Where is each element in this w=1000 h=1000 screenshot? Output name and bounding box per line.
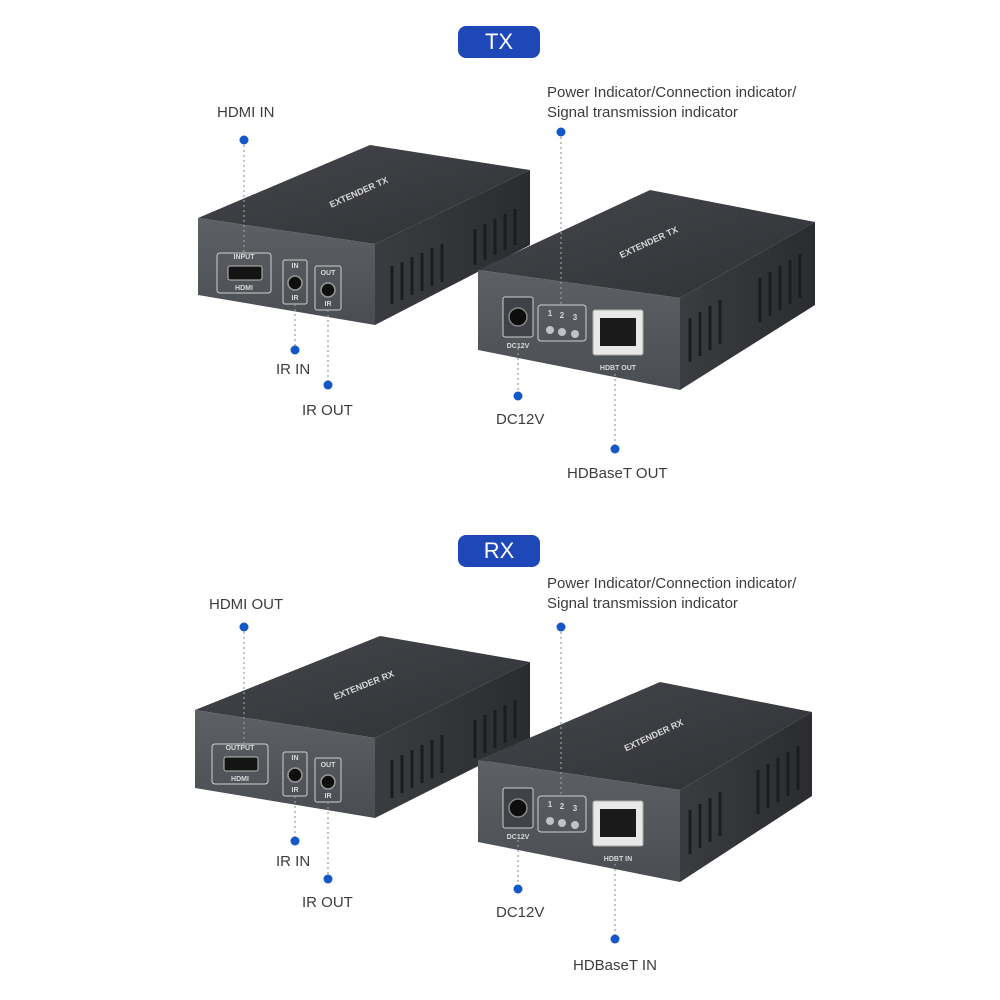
ir-in-jack-icon: [287, 275, 303, 291]
rx-front-device: OUTPUT HDMI IN IR OUT IR EXTENDER RX: [195, 636, 530, 818]
tx-led-label-1: 1: [548, 309, 553, 318]
tx-back-vents: [688, 254, 802, 362]
rx-indicator-label-line1: Power Indicator/Connection indicator/: [547, 575, 797, 592]
rx-front-irout-top: OUT: [321, 762, 337, 769]
rx-back-device: DC12V 1 2 3 HDBT IN EXTENDER RX: [478, 682, 812, 882]
hdmi-port-icon: [227, 265, 263, 281]
tx-front-port-top: INPUT: [234, 254, 256, 261]
tx-front-device: INPUT HDMI IN IR OUT IR EXTENDER TX: [198, 145, 530, 325]
led-1-icon: [546, 326, 554, 334]
rx-front-port-top: OUTPUT: [226, 745, 256, 752]
ir-in-jack-icon: [287, 767, 303, 783]
dot-icon: [239, 135, 249, 145]
led-1-icon: [546, 817, 554, 825]
dc-jack-icon: [508, 798, 528, 818]
rx-back-rj45: HDBT IN: [604, 856, 632, 863]
rx-ir-out-label: IR OUT: [302, 894, 353, 911]
led-3-icon: [571, 821, 579, 829]
tx-hdbaset-label: HDBaseT OUT: [567, 465, 668, 482]
tx-back-device: DC12V 1 2 3 HDBT OUT EXTENDER TX: [478, 190, 815, 390]
rx-back-vents: [688, 746, 800, 854]
tx-badge: TX: [458, 26, 540, 58]
rx-front-port-bottom: HDMI: [231, 776, 249, 783]
tx-ir-out-label: IR OUT: [302, 402, 353, 419]
rx-led-label-2: 2: [560, 802, 565, 811]
dot-icon: [290, 836, 300, 846]
tx-indicator-label-line1: Power Indicator/Connection indicator/: [547, 84, 797, 101]
tx-front-irin-bottom: IR: [292, 295, 299, 302]
rx-front-irin-top: IN: [292, 755, 299, 762]
rj45-port-icon: [600, 318, 636, 346]
rx-indicator-label-line2: Signal transmission indicator: [547, 595, 738, 612]
rx-ir-in-label: IR IN: [276, 853, 311, 870]
dot-icon: [610, 444, 620, 454]
rx-led-label-1: 1: [548, 800, 553, 809]
rj45-port-icon: [600, 809, 636, 837]
rx-front-irout-bottom: IR: [325, 793, 332, 800]
rx-front-vents: [390, 700, 517, 798]
dot-icon: [556, 622, 566, 632]
tx-front-port-bottom: HDMI: [235, 285, 253, 292]
dc-jack-icon: [508, 307, 528, 327]
tx-front-irout-bottom: IR: [325, 301, 332, 308]
tx-led-label-3: 3: [573, 313, 578, 322]
tx-back-dc: DC12V: [507, 343, 530, 350]
dot-icon: [513, 391, 523, 401]
rx-led-label-3: 3: [573, 804, 578, 813]
ir-out-jack-icon: [320, 774, 336, 790]
led-3-icon: [571, 330, 579, 338]
dot-icon: [323, 874, 333, 884]
tx-front-irout-top: OUT: [321, 270, 337, 277]
tx-led-label-2: 2: [560, 311, 565, 320]
dot-icon: [513, 884, 523, 894]
leader-lines: [243, 132, 616, 938]
tx-indicator-label-line2: Signal transmission indicator: [547, 104, 738, 121]
tx-front-irin-top: IN: [292, 263, 299, 270]
rx-back-dc: DC12V: [507, 834, 530, 841]
tx-hdmi-in-label: HDMI IN: [217, 104, 275, 121]
dot-icon: [239, 622, 249, 632]
tx-front-vents: [390, 209, 517, 304]
dot-icon: [323, 380, 333, 390]
dot-icon: [290, 345, 300, 355]
rx-front-irin-bottom: IR: [292, 787, 299, 794]
tx-dc12v-label: DC12V: [496, 411, 545, 428]
led-2-icon: [558, 819, 566, 827]
rx-hdmi-out-label: HDMI OUT: [209, 596, 284, 613]
rx-dc12v-label: DC12V: [496, 904, 545, 921]
rx-badge: RX: [458, 535, 540, 567]
ir-out-jack-icon: [320, 282, 336, 298]
rx-hdbaset-label: HDBaseT IN: [573, 957, 657, 974]
led-2-icon: [558, 328, 566, 336]
leader-dots: [239, 127, 620, 944]
tx-ir-in-label: IR IN: [276, 361, 311, 378]
hdmi-port-icon: [223, 756, 259, 772]
tx-back-rj45: HDBT OUT: [600, 365, 637, 372]
dot-icon: [610, 934, 620, 944]
dot-icon: [556, 127, 566, 137]
